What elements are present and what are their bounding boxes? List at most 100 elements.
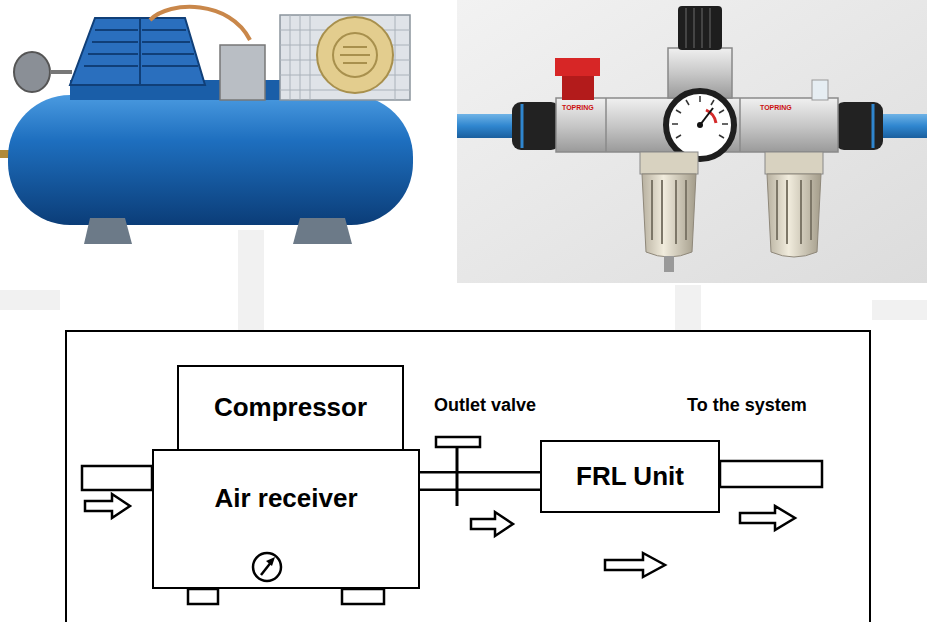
art-part (765, 152, 823, 174)
art-part (310, 15, 311, 100)
art-part (512, 102, 560, 150)
art-part (340, 54, 370, 56)
art-part (835, 102, 883, 150)
art-part (88, 53, 138, 55)
art-part (84, 30, 198, 66)
frl-box: FRL Unit (540, 440, 720, 513)
art-part (14, 52, 50, 92)
art-part (776, 180, 778, 240)
art-part (640, 152, 698, 174)
art-part (84, 218, 132, 244)
art-part (699, 96, 701, 102)
art-part (436, 437, 480, 447)
art-part (92, 41, 138, 43)
art-part (82, 466, 152, 490)
outlet-label: To the system (687, 395, 807, 416)
art-part (70, 18, 140, 85)
art-part (672, 123, 678, 125)
compressor-box: Compressor (177, 365, 404, 451)
art-part (661, 180, 663, 244)
art-part (84, 65, 138, 67)
art-part (140, 18, 205, 85)
pipe-connector (420, 481, 540, 536)
art-part (720, 461, 822, 487)
art-part (521, 104, 524, 148)
art-part (642, 174, 696, 257)
art-part (66, 331, 870, 622)
art-part (652, 180, 686, 244)
art-part (740, 506, 795, 530)
art-part (693, 8, 695, 48)
art-part (188, 589, 218, 604)
art-part (340, 47, 370, 63)
frl-photo (457, 0, 927, 283)
pipe-bore (420, 474, 540, 489)
art-part (786, 180, 788, 244)
pipe-wall (420, 471, 540, 491)
art-part (142, 29, 186, 31)
art-part (701, 8, 703, 48)
art-part (676, 110, 681, 113)
art-part (812, 80, 828, 100)
compressor-photo (0, 7, 413, 244)
art-part (722, 123, 728, 125)
art-part (300, 15, 301, 100)
valve-label: Outlet valve (434, 395, 536, 416)
art-part (253, 553, 281, 581)
art-part (719, 135, 724, 138)
art-part (293, 218, 352, 244)
art-part (317, 17, 393, 93)
art-part (810, 180, 812, 240)
box-label: Air receiver (214, 484, 357, 514)
art-part (395, 15, 396, 100)
art-part (142, 41, 190, 43)
art-part (767, 174, 821, 257)
art-part (800, 180, 802, 244)
art-part (605, 98, 607, 152)
pipes (82, 461, 822, 490)
art-part (8, 95, 413, 225)
art-part (666, 91, 734, 159)
diagram-frame (66, 331, 870, 622)
box-label: Compressor (214, 393, 367, 423)
pressure-gauge-symbol (253, 553, 281, 581)
art-part (457, 114, 519, 138)
art-part (672, 96, 728, 138)
art-part (280, 15, 410, 100)
art-part (739, 98, 741, 152)
art-part (605, 553, 665, 577)
art-part (700, 108, 713, 125)
art-part (697, 122, 703, 128)
art-part (85, 494, 130, 518)
art-part (290, 15, 291, 100)
brand-mark: TOPRING (760, 104, 792, 112)
art-part (664, 256, 674, 272)
art-part (333, 33, 377, 77)
art-part (675, 180, 677, 244)
art-part (266, 557, 275, 566)
art-part (457, 0, 927, 283)
art-part (343, 46, 367, 48)
art-part (220, 45, 265, 100)
art-part (685, 180, 687, 240)
art-part (872, 104, 875, 148)
art-part (686, 8, 710, 48)
art-part (711, 100, 714, 105)
flow-arrowhead (471, 512, 513, 536)
art-part (709, 8, 711, 48)
art-part (676, 135, 681, 138)
art-part (150, 7, 250, 40)
flow-arrows (85, 494, 795, 577)
art-part (50, 70, 72, 74)
art-part (456, 447, 459, 506)
receiver-box: Air receiver (152, 449, 420, 589)
outlet-valve-symbol (436, 437, 480, 506)
art-part (95, 29, 138, 31)
art-part (238, 230, 264, 330)
art-part (142, 65, 198, 67)
